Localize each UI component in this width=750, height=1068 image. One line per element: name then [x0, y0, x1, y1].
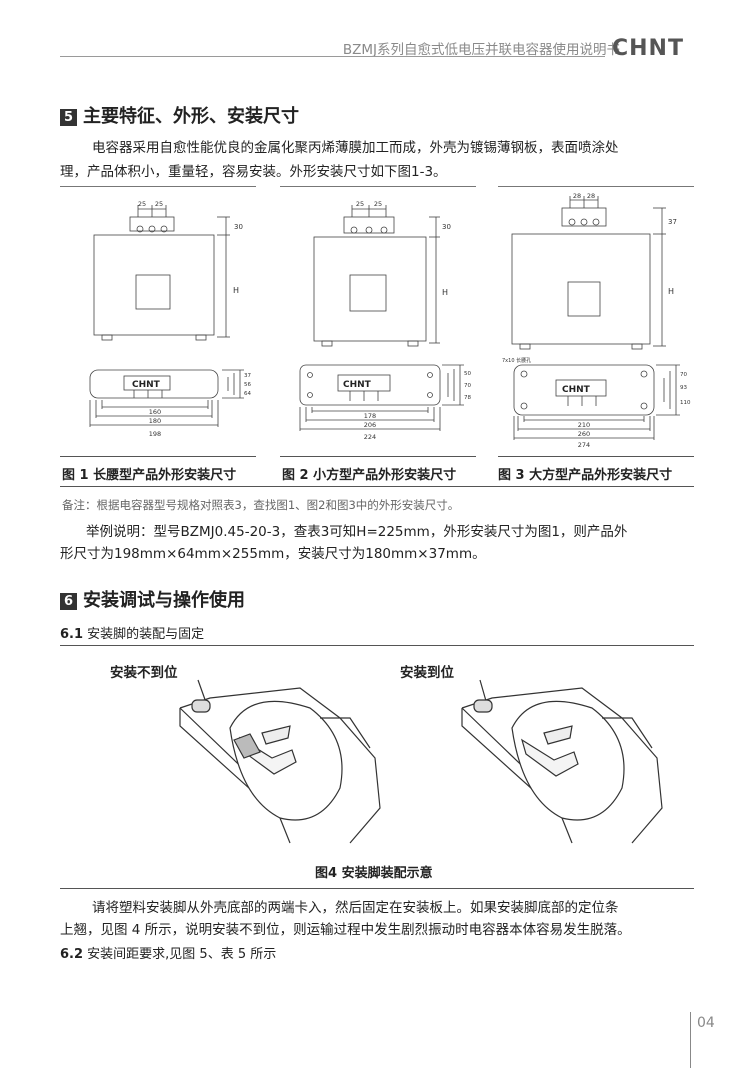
fig3-dim-bottom-2: 260: [578, 430, 590, 438]
fig1-dim-30: 30: [234, 223, 243, 231]
fig1-top-rule: [60, 186, 256, 187]
subsection-6-1-text: 安装脚的装配与固定: [87, 627, 205, 642]
fig1-caption: 图 1 长腰型产品外形安装尺寸: [62, 468, 237, 483]
fig2-top-rule: [280, 186, 476, 187]
section-6-heading: 6 安装调试与操作使用: [60, 586, 245, 612]
fig4-top-rule: [60, 645, 694, 646]
subsection-6-2-text: 安装间距要求,见图 5、表 5 所示: [87, 947, 277, 962]
fig3-brand: CHNT: [562, 385, 591, 395]
header-rule: [60, 56, 605, 57]
fig1-dim-side-3: 64: [244, 391, 251, 397]
captions-bottom-rule: [60, 486, 694, 487]
fig2-dim-bottom-1: 178: [364, 412, 376, 420]
fig2-dim-side-1: 50: [464, 371, 471, 377]
section-6-para-line2: 上翘，见图 4 所示，说明安装不到位，则运输过程中发生剧烈振动时电容器本体容易发…: [60, 922, 631, 938]
fig4-installed-drawing: [461, 679, 663, 844]
fig3-dim-bottom-1: 210: [578, 421, 590, 429]
fig4-caption: 图4 安装脚装配示意: [315, 866, 433, 881]
example-line2: 形尺寸为198mm×64mm×255mm，安装尺寸为180mm×37mm。: [60, 546, 486, 562]
section-6-number: 6: [60, 592, 77, 610]
fig4-bottom-rule: [60, 888, 694, 889]
fig1-dim-bottom-2: 180: [149, 417, 161, 425]
fig2-drawing: 25 25 30 H CHNT 50 70 78 178 206 224: [299, 200, 471, 441]
fig1-dim-bottom-1: 160: [149, 408, 161, 416]
section-5-heading: 5 主要特征、外形、安装尺寸: [60, 102, 299, 128]
fig2-dim-top-2: 25: [374, 200, 382, 208]
fig1-dim-side-1: 37: [244, 373, 251, 379]
footer-rule: [690, 1012, 691, 1068]
fig1-dim-H: H: [233, 286, 239, 295]
fig2-caption: 图 2 小方型产品外形安装尺寸: [282, 468, 457, 483]
fig2-dim-bottom-2: 206: [364, 421, 376, 429]
section-5-para-line1: 电容器采用自愈性能优良的金属化聚丙烯薄膜加工而成，外壳为镀锡薄钢板，表面喷涂处: [92, 140, 619, 156]
fig3-top-rule: [498, 186, 694, 187]
page-number: 04: [697, 1015, 715, 1031]
fig1-dim-bottom-3: 198: [149, 430, 161, 438]
fig1-dim-side-2: 56: [244, 382, 251, 388]
section-6-title: 安装调试与操作使用: [83, 590, 245, 611]
fig3-dim-top-1: 28: [573, 192, 581, 200]
fig3-dim-37: 37: [668, 218, 677, 226]
section-5-title: 主要特征、外形、安装尺寸: [83, 106, 299, 127]
fig2-dim-bottom-3: 224: [364, 433, 376, 441]
fig3-drawing: 28 28 37 H 7x10 长腰孔 CHNT 70 93 110 210 2…: [502, 192, 691, 449]
fig3-dim-top-2: 28: [587, 192, 595, 200]
fig2-dim-H: H: [442, 288, 448, 297]
fig3-caption: 图 3 大方型产品外形安装尺寸: [498, 468, 673, 483]
subsection-6-1-number: 6.1: [60, 627, 84, 642]
fig1-caption-rule: [60, 456, 256, 457]
fig2-brand: CHNT: [343, 380, 372, 390]
fig3-caption-rule: [498, 456, 694, 457]
label-installed: 安装到位: [400, 665, 454, 681]
fig3-dim-side-2: 93: [680, 385, 687, 391]
subsection-6-2: 6.2 安装间距要求,见图 5、表 5 所示: [60, 943, 276, 962]
fig1-drawing: 25 25 30 H CHNT 37 56 64 160 180 198: [89, 200, 251, 438]
document-title: BZMJ系列自愈式低电压并联电容器使用说明书: [342, 42, 620, 58]
label-not-installed: 安装不到位: [110, 665, 178, 681]
fig3-hole-label: 7x10 长腰孔: [502, 357, 531, 364]
remark-note: 备注：根据电容器型号规格对照表3，查找图1、图2和图3中的外形安装尺寸。: [62, 498, 460, 512]
fig2-dim-top-1: 25: [356, 200, 364, 208]
fig1-dim-top-1: 25: [138, 200, 146, 208]
section-5-para-line2: 理，产品体积小，重量轻，容易安装。外形安装尺寸如下图1-3。: [60, 164, 447, 180]
fig2-dim-30: 30: [442, 223, 451, 231]
fig1-brand: CHNT: [132, 380, 161, 390]
fig1-dim-top-2: 25: [155, 200, 163, 208]
subsection-6-1: 6.1 安装脚的装配与固定: [60, 623, 204, 642]
brand-logo: CHNT: [612, 36, 684, 61]
fig4-not-installed-drawing: [179, 679, 381, 844]
fig3-dim-side-1: 70: [680, 372, 687, 378]
example-line1: 举例说明：型号BZMJ0.45-20-3，查表3可知H=225mm，外形安装尺寸…: [86, 524, 628, 540]
fig2-dim-side-2: 70: [464, 383, 471, 389]
fig3-dim-H: H: [668, 287, 674, 296]
section-6-para-line1: 请将塑料安装脚从外壳底部的两端卡入，然后固定在安装板上。如果安装脚底部的定位条: [92, 900, 619, 916]
subsection-6-2-number: 6.2: [60, 947, 84, 962]
fig2-dim-side-3: 78: [464, 395, 471, 401]
section-5-number: 5: [60, 108, 77, 126]
fig3-dim-bottom-3: 274: [578, 441, 590, 449]
fig3-dim-side-3: 110: [680, 400, 691, 406]
fig2-caption-rule: [280, 456, 476, 457]
